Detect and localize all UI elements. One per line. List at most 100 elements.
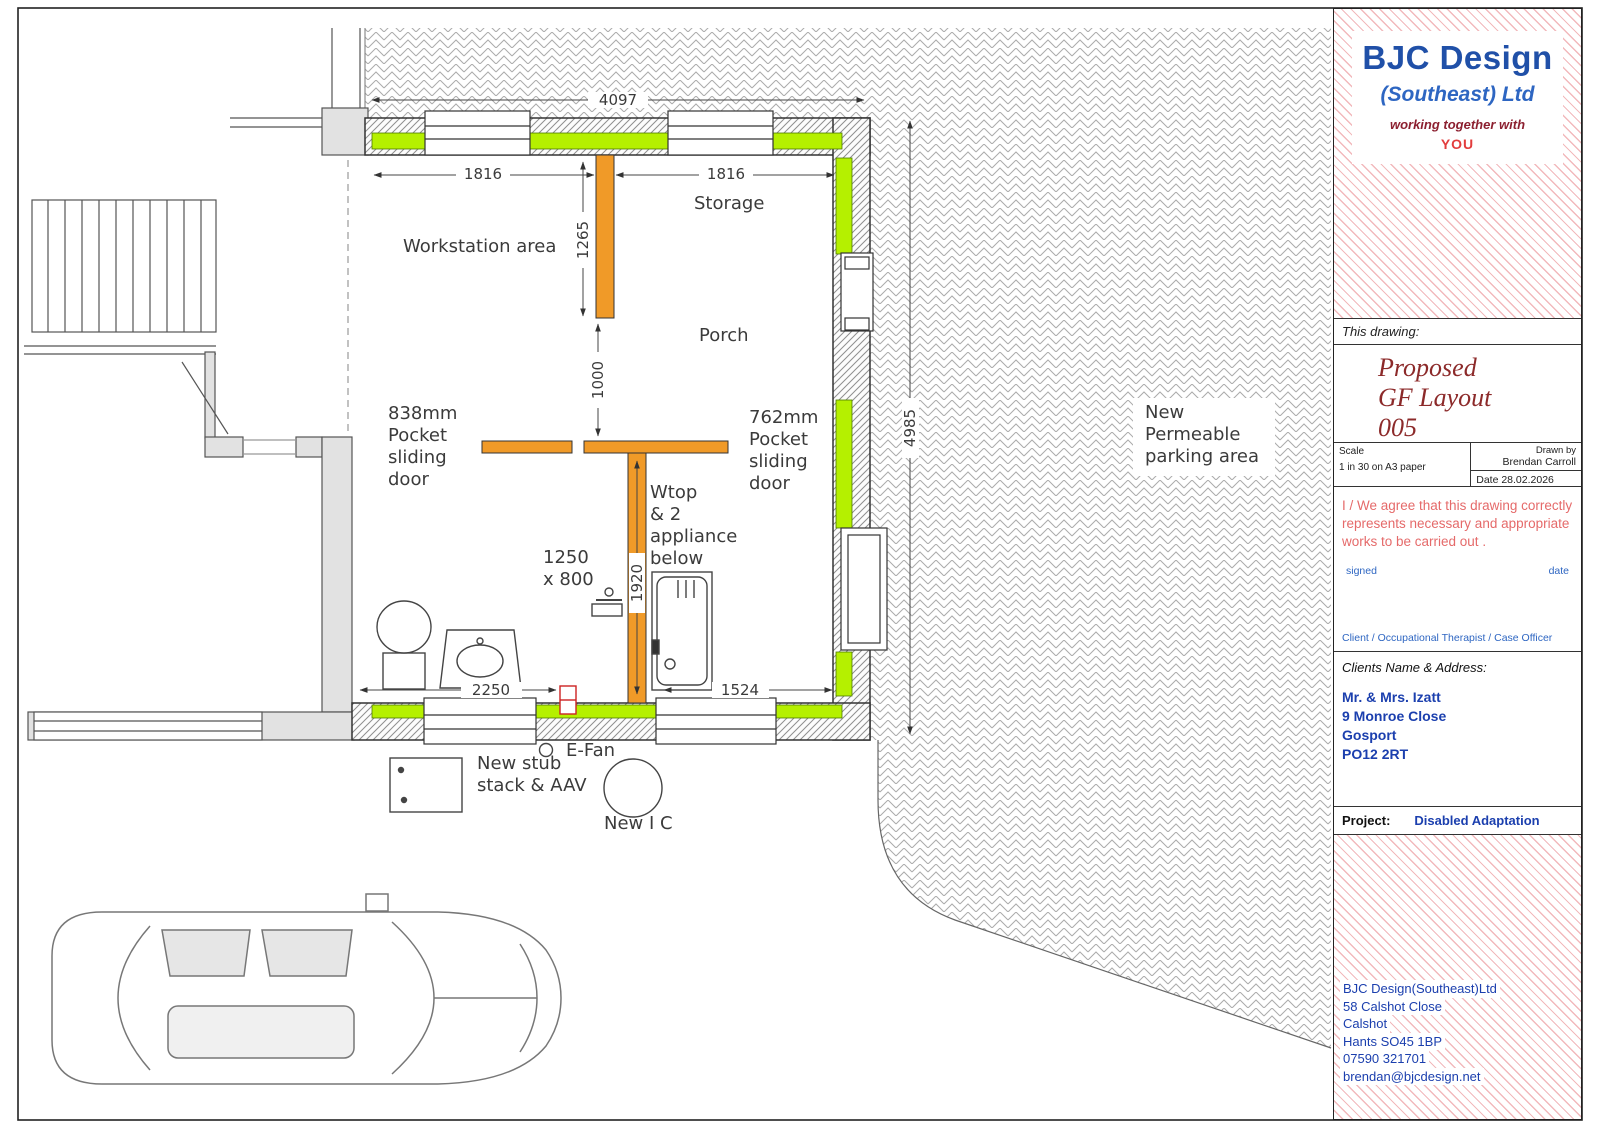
room-labels: Workstation area Storage Porch xyxy=(403,193,764,346)
dim-1816-left: 1816 xyxy=(464,165,502,183)
annotation-efan: E-Fan xyxy=(566,740,615,761)
scale-value: 1 in 30 on A3 paper xyxy=(1339,462,1426,473)
annotation-pocket-door-right: 762mm Pocket sliding door xyxy=(749,407,818,494)
basin xyxy=(439,629,522,689)
dim-1920: 1920 xyxy=(628,564,646,602)
staircase xyxy=(31,199,217,333)
stairs-treads xyxy=(47,200,202,332)
car-body xyxy=(51,911,562,1085)
window-right-storage xyxy=(840,252,874,332)
new-wall-storage xyxy=(595,154,615,319)
svg-text:Permeable: Permeable xyxy=(1145,424,1241,445)
dim-4985: 4985 xyxy=(901,409,919,447)
door-swing xyxy=(181,361,229,435)
company-name: BJC Design xyxy=(1362,39,1553,76)
window-bottom-right xyxy=(655,697,777,745)
svg-text:door: door xyxy=(749,473,790,494)
fan-duct xyxy=(538,742,554,758)
drawn-by-cell: Drawn by Brendan Carroll xyxy=(1471,443,1581,470)
dim-1265: 1265 xyxy=(574,221,592,259)
paving-edge xyxy=(877,740,1332,1049)
annotations: 838mm Pocket sliding door 762mm Pocket s… xyxy=(388,398,1275,834)
company-logo: BJC Design (Southeast) Ltd working toget… xyxy=(1352,31,1563,164)
dim-1000: 1000 xyxy=(589,361,607,399)
window-top-right xyxy=(667,110,774,156)
svg-text:& 2: & 2 xyxy=(650,504,681,525)
drawn-by-label: Drawn by xyxy=(1535,445,1576,456)
signatory-roles: Client / Occupational Therapist / Case O… xyxy=(1342,632,1553,644)
new-partition-walls xyxy=(481,154,729,704)
svg-text:New: New xyxy=(1145,402,1184,423)
car-seat xyxy=(261,929,353,977)
car-windshield xyxy=(391,921,435,1075)
svg-text:New stub: New stub xyxy=(477,753,561,774)
svg-text:Pocket: Pocket xyxy=(388,425,447,446)
car-rear-window xyxy=(117,925,151,1071)
windows-openings xyxy=(423,110,888,745)
car xyxy=(51,893,562,1085)
svg-text:below: below xyxy=(650,548,703,569)
existing-pier-lines xyxy=(331,28,361,108)
annotation-shower-size: 1250 x 800 xyxy=(543,547,594,590)
project-row: Project: Disabled Adaptation xyxy=(1334,807,1581,835)
door-right-porch xyxy=(840,527,888,651)
landing-wall xyxy=(24,345,216,355)
svg-text:sliding: sliding xyxy=(749,451,808,472)
footer-panel: BJC Design(Southeast)Ltd 58 Calshot Clos… xyxy=(1334,835,1581,1119)
sink-tap xyxy=(591,587,623,617)
scale-label: Scale xyxy=(1339,446,1365,457)
existing-window xyxy=(33,711,263,741)
company-tagline-emphasis: YOU xyxy=(1440,136,1475,152)
svg-text:Wtop: Wtop xyxy=(650,482,697,503)
client-address: Mr. & Mrs. Izatt 9 Monroe Close Gosport … xyxy=(1342,689,1447,762)
car-seat xyxy=(161,929,251,977)
pocket-door-right-wall xyxy=(583,440,729,454)
page-border xyxy=(17,7,1583,1121)
dimensions: 4097 1816 1816 1265 1000 4985 1920 2250 … xyxy=(359,91,919,735)
svg-text:762mm: 762mm xyxy=(749,407,818,428)
paving-right-area xyxy=(870,28,1331,1048)
annotation-parking: New Permeable parking area xyxy=(1133,398,1275,476)
car-rear-seat xyxy=(167,1005,355,1059)
room-label-storage: Storage xyxy=(694,193,764,214)
svg-text:1250: 1250 xyxy=(543,547,589,568)
window-bottom-left xyxy=(423,697,537,745)
drawing-title-panel: Proposed GF Layout 005 Scale 1 in 30 on … xyxy=(1334,345,1581,487)
company-tagline: working together with xyxy=(1389,117,1526,132)
annotation-worktop: Wtop & 2 appliance below xyxy=(650,482,737,569)
drawing-title: Proposed GF Layout 005 xyxy=(1378,353,1492,442)
date-label: date xyxy=(1548,565,1569,577)
agreement-panel: I / We agree that this drawing correctly… xyxy=(1334,487,1581,652)
scale-cell: Scale 1 in 30 on A3 paper xyxy=(1334,443,1470,486)
shower-tray xyxy=(651,571,713,691)
title-block: BJC Design (Southeast) Ltd working toget… xyxy=(1333,8,1582,1120)
annotation-pocket-door-left: 838mm Pocket sliding door xyxy=(388,403,457,490)
svg-text:stack & AAV: stack & AAV xyxy=(477,775,587,796)
extract-fan xyxy=(559,685,577,715)
room-label-workstation: Workstation area xyxy=(403,236,556,257)
dim-1524: 1524 xyxy=(721,681,759,699)
toilet xyxy=(376,600,432,690)
this-drawing-label: This drawing: xyxy=(1334,319,1581,345)
pocket-door-left-wall xyxy=(481,440,573,454)
scale-row: Scale 1 in 30 on A3 paper Drawn by Brend… xyxy=(1334,442,1581,486)
svg-text:door: door xyxy=(388,469,429,490)
svg-text:appliance: appliance xyxy=(650,526,737,547)
fixtures xyxy=(376,571,713,818)
svg-text:sliding: sliding xyxy=(388,447,447,468)
window-top-left xyxy=(424,110,531,156)
new-inspection-chamber xyxy=(603,758,663,818)
svg-text:Pocket: Pocket xyxy=(749,429,808,450)
annotation-stub-stack: New stub stack & AAV xyxy=(477,753,587,796)
title-block-logo-panel: BJC Design (Southeast) Ltd working toget… xyxy=(1334,9,1581,319)
dim-2250: 2250 xyxy=(472,681,510,699)
existing-pier xyxy=(321,107,369,156)
dim-1816-right: 1816 xyxy=(707,165,745,183)
project-value: Disabled Adaptation xyxy=(1414,813,1540,828)
car-mirror xyxy=(365,893,389,912)
drawn-by-name: Brendan Carroll xyxy=(1502,456,1576,468)
existing-wall-top xyxy=(230,117,322,128)
junction-box xyxy=(389,757,463,813)
dim-4097: 4097 xyxy=(599,91,637,109)
